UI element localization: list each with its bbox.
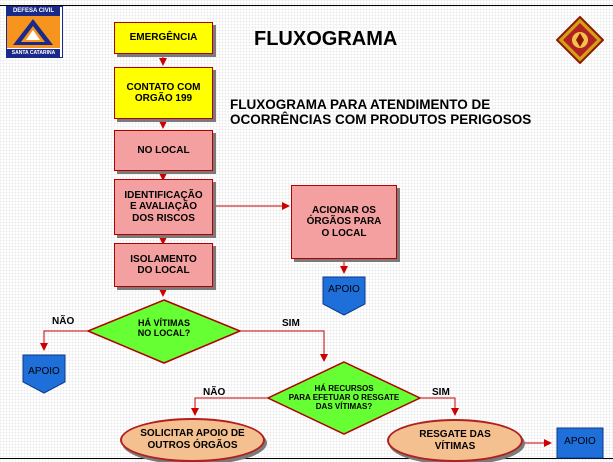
decision-vitimas-diamond [86, 299, 242, 364]
arrow-nao-apoio [40, 330, 88, 351]
decision-recursos-text: HÁ RECURSOS PARA EFETUAR O RESGATE DAS V… [288, 384, 400, 412]
page-subtitle: FLUXOGRAMA PARA ATENDIMENTO DE OCORRÊNCI… [230, 97, 532, 127]
logo-top-text: DEFESA CIVIL [7, 7, 60, 16]
apoio-resgate-label: APOIO [564, 436, 596, 447]
arrow-sim-resgate [418, 397, 459, 416]
box-no-local-label: NO LOCAL [137, 144, 190, 156]
box-emergencia-label: EMERGÊNCIA [129, 32, 198, 44]
apoio-acionar: APOIO [322, 276, 366, 316]
box-contato-label: CONTATO COM ORGÃO 199 [126, 81, 201, 105]
apoio-nao-label: APOIO [28, 366, 60, 377]
box-isolamento-label: ISOLAMENTO DO LOCAL [130, 253, 197, 277]
decision-recursos-diamond [266, 361, 422, 435]
top-border-line [0, 5, 613, 6]
label-nao-recursos: NÃO [203, 387, 226, 398]
arrow-sim-recursos [240, 330, 328, 362]
arrow-nao-solicitar [191, 397, 268, 416]
box-acionar-orgaos: ACIONAR OS ÓRGÃOS PARA O LOCAL [291, 185, 397, 259]
box-emergencia: EMERGÊNCIA [114, 22, 213, 54]
label-sim-recursos: SIM [432, 387, 450, 398]
box-acionar-label: ACIONAR OS ÓRGÃOS PARA O LOCAL [306, 204, 382, 239]
hazard-diamond-icon [556, 16, 604, 64]
decision-vitimas-text: HÁ VÍTIMAS NO LOCAL? [137, 318, 191, 339]
page-title: FLUXOGRAMA [254, 28, 398, 50]
box-identificacao: IDENTIFICAÇÃO E AVALIAÇÃO DOS RISCOS [114, 179, 213, 235]
box-identificacao-label: IDENTIFICAÇÃO E AVALIAÇÃO DOS RISCOS [124, 189, 203, 224]
box-no-local: NO LOCAL [114, 130, 213, 171]
defesa-civil-logo: DEFESA CIVIL SANTA CATARINA [6, 6, 63, 58]
terminal-resgate-vitimas: RESGATE DAS VÍTIMAS [387, 419, 523, 462]
logo-emblem-icon [7, 16, 60, 48]
terminal-solicitar-apoio: SOLICITAR APOIO DE OUTROS ÓRGÃOS [120, 418, 265, 462]
apoio-acionar-label: APOIO [328, 284, 360, 295]
label-sim-vitimas: SIM [282, 318, 300, 329]
apoio-shape-icon [556, 427, 604, 459]
terminal-solicitar-label: SOLICITAR APOIO DE OUTROS ÓRGÃOS [140, 428, 245, 451]
apoio-resgate: APOIO [556, 427, 604, 459]
apoio-shape-icon [22, 354, 66, 394]
box-contato-orgao: CONTATO COM ORGÃO 199 [114, 67, 213, 119]
label-nao-vitimas: NÃO [52, 316, 75, 327]
box-isolamento: ISOLAMENTO DO LOCAL [114, 243, 213, 287]
apoio-nao-vitimas: APOIO [22, 354, 66, 394]
logo-bottom-text: SANTA CATARINA [7, 49, 60, 57]
terminal-resgate-label: RESGATE DAS VÍTIMAS [419, 428, 491, 452]
apoio-shape-icon [322, 276, 366, 316]
bottom-border-line [0, 458, 613, 459]
